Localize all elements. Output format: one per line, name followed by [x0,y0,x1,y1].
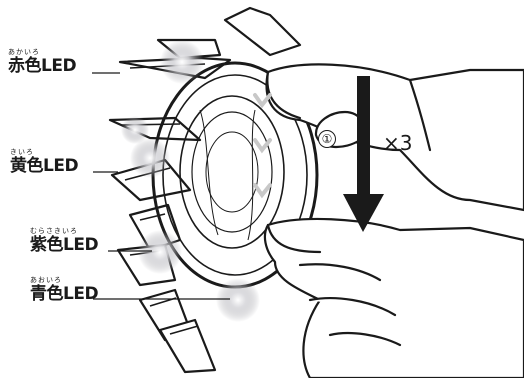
repeat-count: ×3 [383,131,412,155]
blade-spikes [110,8,300,372]
label-blue-led-ruby: あおいろ [30,277,98,284]
label-red-led: あかいろ 赤色LED [8,49,76,75]
label-yellow-led: きいろ 黄色LED [10,149,78,175]
step-number: ① [318,130,336,148]
label-blue-led-text: 青色LED [30,286,98,303]
label-yellow-led-ruby: きいろ [10,149,78,156]
label-purple-led-ruby: むらさきいろ [30,228,98,235]
label-blue-led: あおいろ 青色LED [30,277,98,303]
label-red-led-text: 赤色LED [8,58,76,75]
hands [265,64,524,378]
label-red-led-ruby: あかいろ [8,49,76,56]
label-yellow-led-text: 黄色LED [10,158,78,175]
label-purple-led-text: 紫色LED [30,237,98,254]
label-purple-led: むらさきいろ 紫色LED [30,228,98,254]
